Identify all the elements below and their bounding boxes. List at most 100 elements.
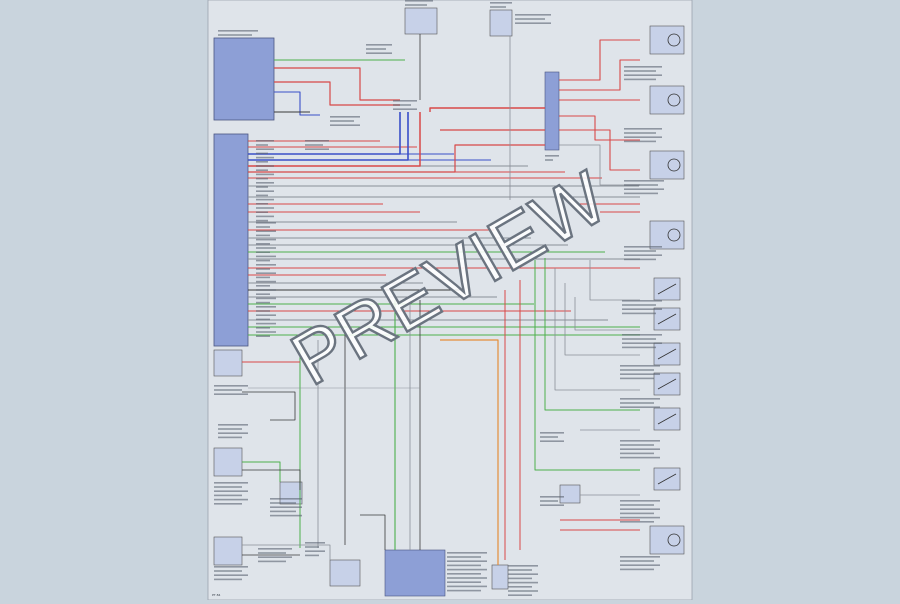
wire-actuator-feed [360,514,386,550]
label-text-placeholder [256,293,270,295]
label-text-placeholder [490,2,512,4]
label-text-placeholder [622,346,656,349]
label-text-placeholder [620,448,660,450]
wire-rf-switch-2 [242,469,301,490]
front-door-lock-actuator [384,549,446,597]
label-text-placeholder [214,570,242,572]
label-text-placeholder [508,594,532,596]
label-text-placeholder [256,285,270,287]
label-text-placeholder [305,546,319,548]
body-control-module [213,37,275,121]
switch-icon-3 [657,378,677,390]
left-connector-block [544,71,560,151]
wire-blue-main [248,112,401,155]
label-text-placeholder [305,144,323,146]
label-text-placeholder [256,264,276,266]
switch-icon-4 [657,413,677,425]
wire-black-loop [242,391,296,421]
label-text-placeholder [508,590,538,592]
driver-switch [213,536,243,566]
label-text-placeholder [256,173,274,176]
label-text-placeholder [540,440,564,442]
label-text-placeholder [447,568,487,571]
label-text-placeholder [256,177,268,180]
label-text-placeholder [218,30,258,32]
label-text-placeholder [622,304,656,306]
label-text-placeholder [624,246,662,248]
label-text-placeholder [620,444,654,446]
label-text-placeholder [256,211,268,213]
label-text-placeholder [447,573,481,575]
label-text-placeholder [540,504,564,506]
label-text-placeholder [214,498,248,501]
motor-icon-2 [667,158,681,172]
label-text-placeholder [214,393,248,395]
label-text-placeholder [624,70,656,72]
label-text-placeholder [256,215,274,218]
label-text-placeholder [622,334,662,336]
label-text-placeholder [256,207,274,209]
label-text-placeholder [256,276,270,279]
label-text-placeholder [256,280,276,283]
label-text-placeholder [508,565,538,567]
label-text-placeholder [258,548,292,550]
label-text-placeholder [256,335,270,337]
label-text-placeholder [366,52,392,54]
label-text-placeholder [305,148,329,150]
lower-connector [329,559,361,587]
label-text-placeholder [366,44,392,46]
label-text-placeholder [508,586,532,588]
label-text-placeholder [620,500,660,502]
label-text-placeholder [508,573,538,575]
label-text-placeholder [256,272,276,274]
label-text-placeholder [545,159,553,161]
label-text-placeholder [624,66,662,68]
label-text-placeholder [305,140,329,142]
label-text-placeholder [218,424,248,426]
label-text-placeholder [256,148,274,150]
label-text-placeholder [256,156,274,159]
wire-harness [242,34,640,565]
label-text-placeholder [508,581,538,584]
label-text-placeholder [620,508,660,510]
label-text-placeholder [256,314,276,316]
motor-box-0 [649,25,685,55]
component-labels [214,0,664,596]
switch-icon-5 [657,473,677,485]
label-text-placeholder [508,577,532,580]
footer-code: PT·84 [212,593,221,597]
drop-gray-d [564,283,640,356]
label-text-placeholder [256,234,270,237]
label-text-placeholder [540,432,564,434]
label-text-placeholder [258,556,292,558]
drop-green-c [534,260,640,471]
label-text-placeholder [447,556,481,558]
door-switches [653,277,681,491]
label-text-placeholder [214,574,248,576]
label-text-placeholder [620,521,654,523]
motor-icon-0 [667,33,681,47]
top-module-left [404,7,438,35]
motor-box-1 [649,85,685,115]
door-lock-module [213,133,249,347]
label-text-placeholder [515,22,551,24]
label-text-placeholder [256,165,274,167]
label-text-placeholder [256,203,268,205]
label-text-placeholder [393,104,411,106]
label-text-placeholder [330,124,360,126]
label-text-placeholder [256,243,270,245]
label-text-placeholder [624,136,662,138]
label-text-placeholder [622,312,656,315]
label-text-placeholder [305,542,325,544]
switch-icon-1 [657,313,677,325]
label-text-placeholder [256,140,274,142]
label-text-placeholder [393,100,417,102]
wire-driver-switch [242,544,331,560]
label-text-placeholder [624,258,656,261]
motor-box-2 [649,150,685,180]
label-text-placeholder [256,226,270,228]
label-text-placeholder [540,496,564,498]
label-text-placeholder [620,456,660,459]
